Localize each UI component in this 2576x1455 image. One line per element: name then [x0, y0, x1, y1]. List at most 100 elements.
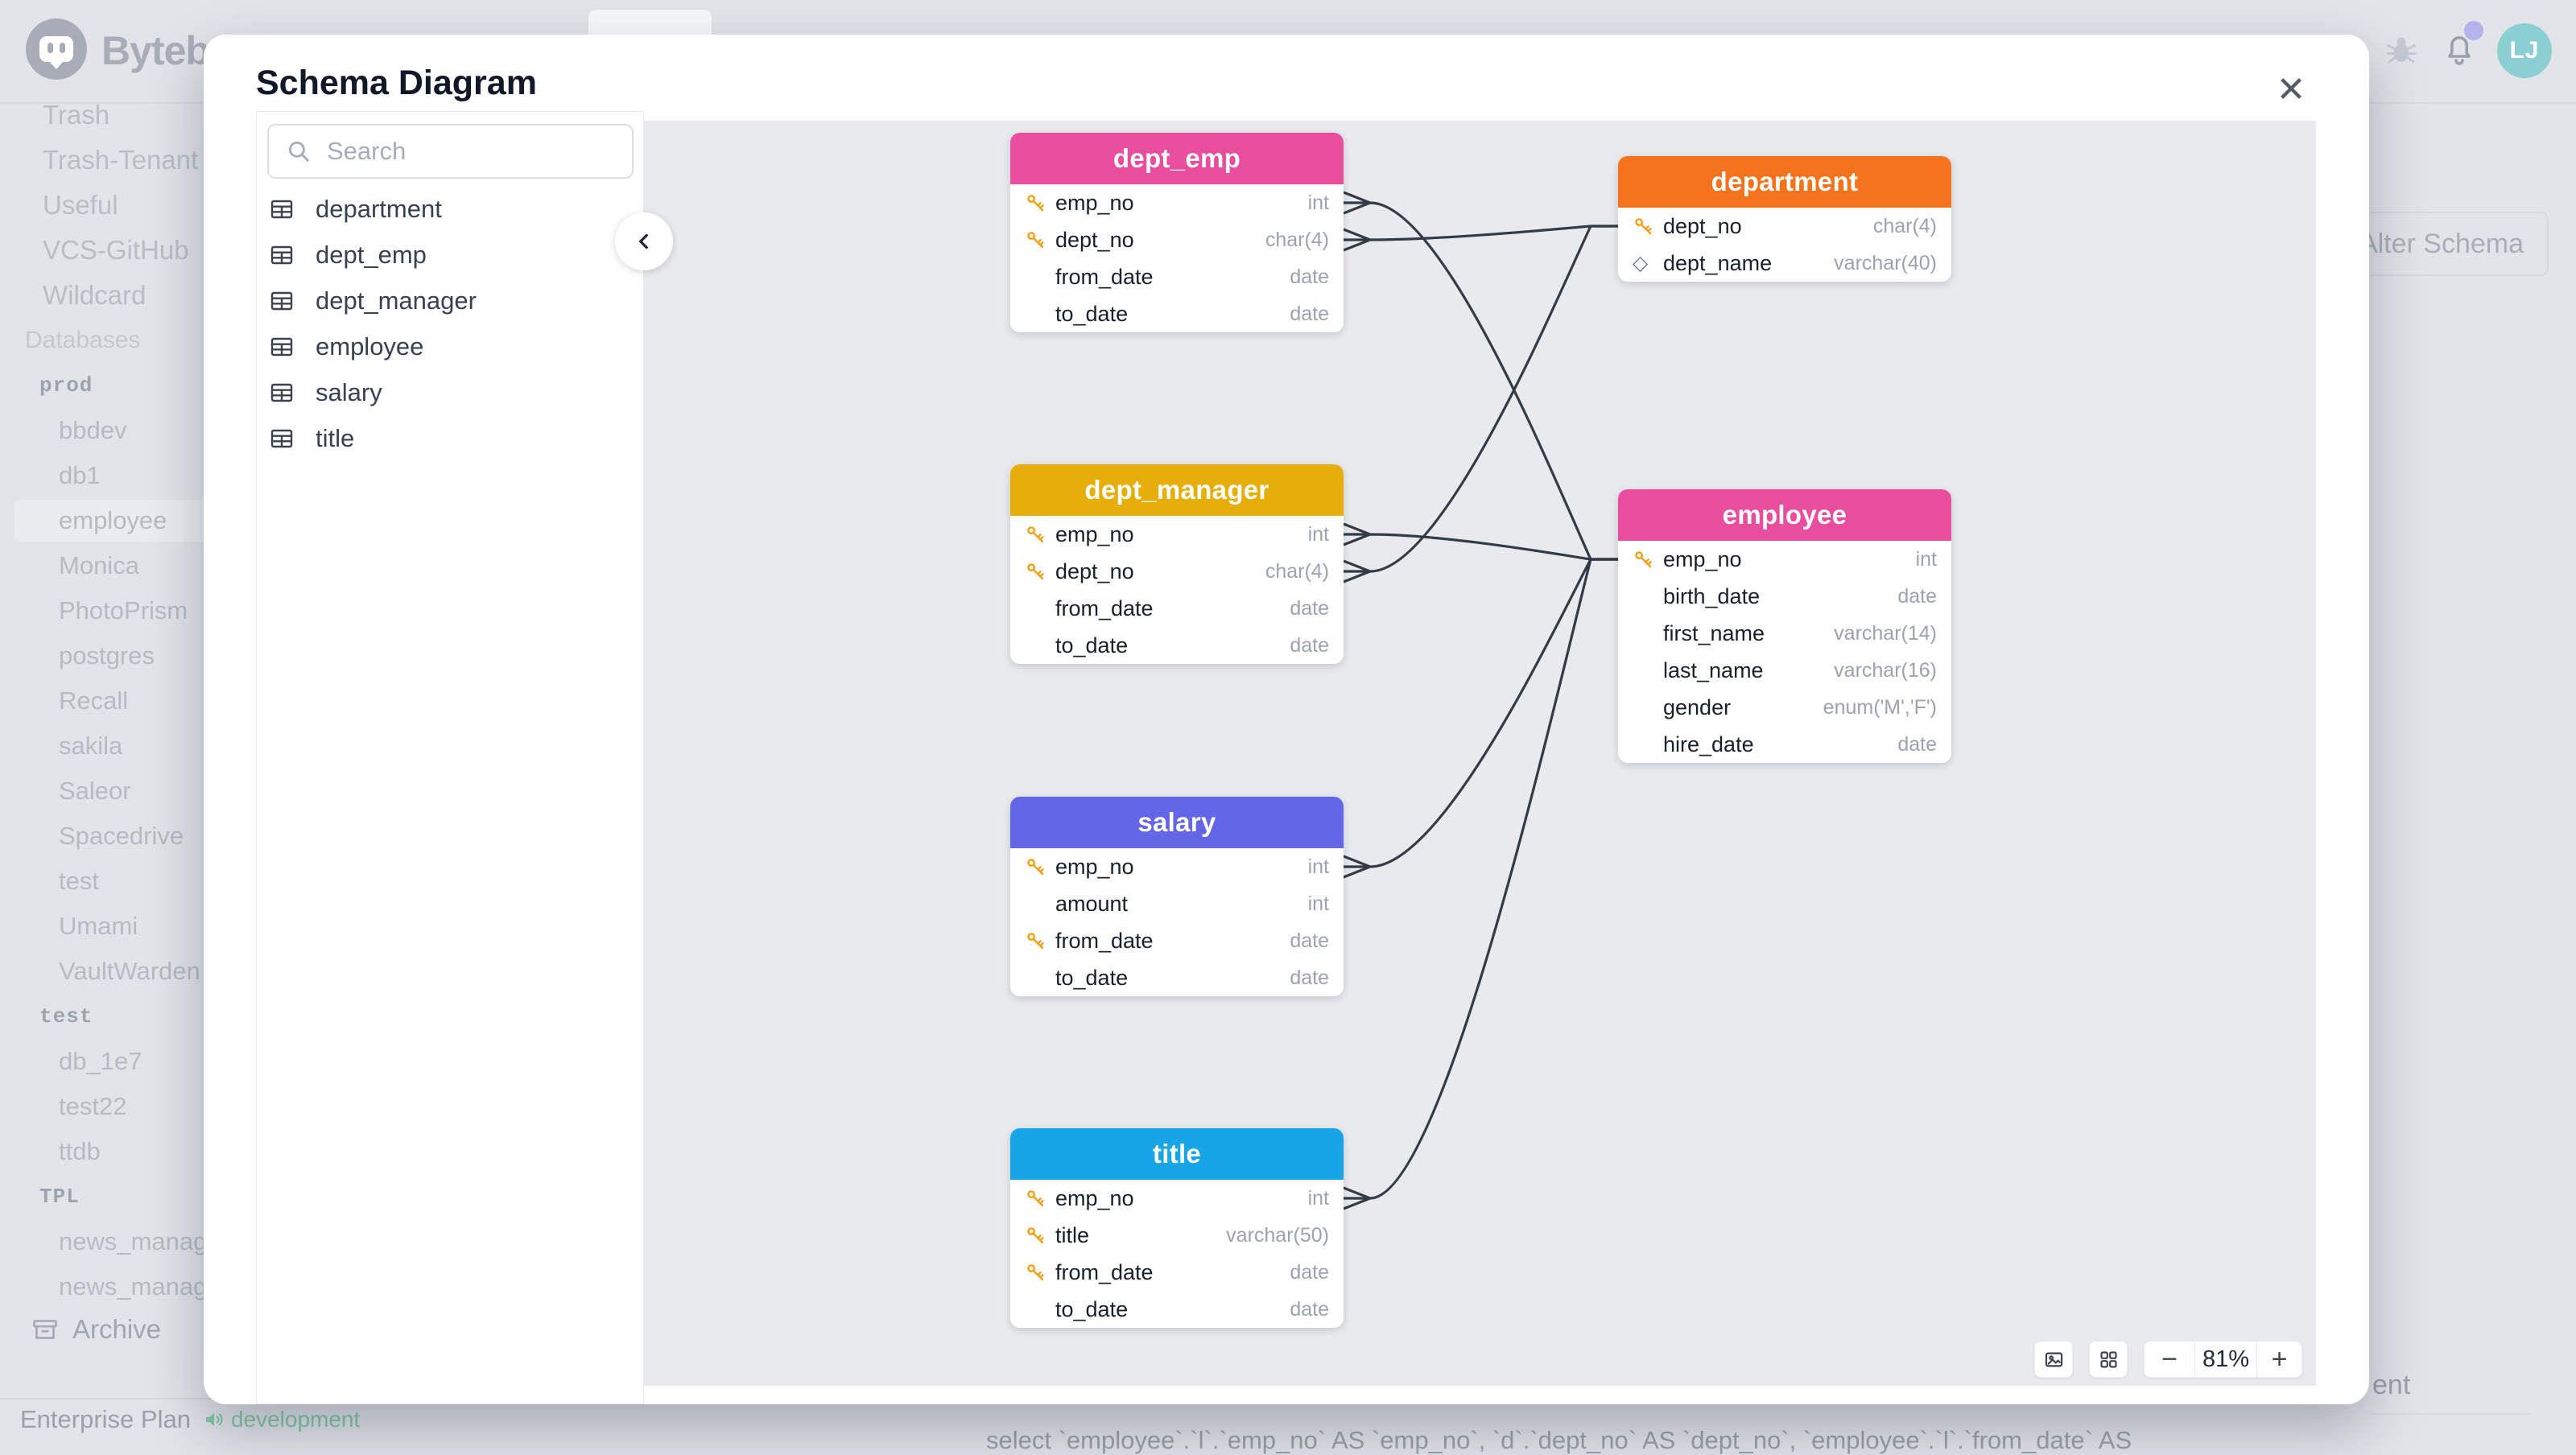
primary-key-icon: [1027, 563, 1044, 579]
sidebar-item-bbdev[interactable]: bbdev: [59, 416, 127, 444]
sidebar-item-db_1e7[interactable]: db_1e7: [59, 1047, 142, 1075]
diagram-table-header: employee: [1618, 489, 1951, 541]
sidebar-item-sakila[interactable]: sakila: [59, 732, 123, 760]
diagram-column-row[interactable]: dept_no char(4): [1618, 208, 1951, 245]
collapse-panel-button[interactable]: [615, 212, 673, 270]
sidebar-item-photoprism[interactable]: PhotoPrism: [59, 596, 188, 624]
sidebar-item-ttdb[interactable]: ttdb: [59, 1137, 101, 1165]
diagram-column-row[interactable]: emp_no int: [1010, 516, 1344, 553]
column-type: date: [1290, 633, 1329, 657]
diagram-table-department[interactable]: department dept_no char(4) ◇ dept_name v…: [1618, 156, 1951, 282]
diagram-column-row[interactable]: birth_date date: [1618, 578, 1951, 615]
sidebar-item-news_manage[interactable]: news_manage: [59, 1227, 221, 1255]
column-name: from_date: [1055, 264, 1154, 289]
table-list-item-dept_manager[interactable]: dept_manager: [257, 278, 643, 324]
column-type: date: [1290, 302, 1329, 325]
column-name: dept_no: [1663, 213, 1742, 238]
column-name: from_date: [1055, 1259, 1154, 1284]
sidebar-item-vaultwarden[interactable]: VaultWarden: [59, 957, 200, 985]
sidebar-item-db1[interactable]: db1: [59, 461, 101, 489]
diagram-column-row[interactable]: from_date date: [1010, 1254, 1344, 1291]
sidebar-item-vcs-github[interactable]: VCS-GitHub: [43, 235, 189, 265]
sidebar-item-prod[interactable]: prod: [39, 373, 93, 398]
sidebar-item-wildcard[interactable]: Wildcard: [43, 280, 147, 310]
auto-layout-button[interactable]: [2089, 1341, 2128, 1378]
column-type: int: [1915, 547, 1937, 571]
sidebar-item-postgres[interactable]: postgres: [59, 641, 155, 670]
bug-icon[interactable]: [2384, 32, 2419, 68]
sidebar-item-recall[interactable]: Recall: [59, 686, 129, 715]
zoom-out-button[interactable]: −: [2145, 1342, 2195, 1377]
table-list-item-employee[interactable]: employee: [257, 324, 643, 369]
diagram-column-row[interactable]: amount int: [1010, 885, 1344, 922]
column-type: date: [1290, 596, 1329, 620]
search-box[interactable]: [267, 124, 634, 179]
column-type: varchar(50): [1226, 1223, 1329, 1247]
notification-bell-icon[interactable]: [2440, 29, 2479, 68]
diagram-column-row[interactable]: from_date date: [1010, 922, 1344, 959]
diagram-column-row[interactable]: first_name varchar(14): [1618, 615, 1951, 652]
diagram-column-row[interactable]: emp_no int: [1010, 1180, 1344, 1217]
diagram-column-row[interactable]: to_date date: [1010, 295, 1344, 332]
user-avatar[interactable]: LJ: [2497, 23, 2552, 78]
diagram-column-row[interactable]: hire_date date: [1618, 726, 1951, 763]
diagram-column-row[interactable]: to_date date: [1010, 627, 1344, 664]
sidebar-item-trash-tenant[interactable]: Trash-Tenant: [43, 145, 199, 175]
search-input[interactable]: [325, 136, 618, 167]
diagram-column-row[interactable]: title varchar(50): [1010, 1217, 1344, 1254]
sidebar-item-trash[interactable]: Trash: [43, 100, 110, 130]
close-icon[interactable]: ✕: [2276, 69, 2306, 109]
diagram-column-row[interactable]: to_date date: [1010, 959, 1344, 996]
sidebar-item-test22[interactable]: test22: [59, 1092, 127, 1120]
diagram-table-dept_emp[interactable]: dept_emp emp_no int dept_no char(4) from…: [1010, 133, 1344, 332]
diagram-column-row[interactable]: from_date date: [1010, 258, 1344, 295]
sidebar-item-tpl[interactable]: TPL: [39, 1185, 80, 1209]
sidebar-item-news_manage[interactable]: news_manage: [59, 1272, 221, 1300]
column-name: to_date: [1055, 301, 1129, 326]
relation-dept_manager-department: [1343, 225, 1618, 583]
primary-key-icon: [1635, 217, 1652, 234]
zoom-in-button[interactable]: +: [2256, 1342, 2301, 1377]
table-list-item-department[interactable]: department: [257, 186, 643, 232]
diagram-column-row[interactable]: gender enum('M','F'): [1618, 689, 1951, 726]
sidebar-item-test[interactable]: test: [59, 867, 99, 895]
sidebar-item-monica[interactable]: Monica: [59, 551, 139, 579]
diagram-table-title[interactable]: title emp_no int title varchar(50) from_…: [1010, 1128, 1344, 1328]
column-name: to_date: [1055, 965, 1129, 990]
diagram-canvas[interactable]: dept_emp emp_no int dept_no char(4) from…: [644, 121, 2316, 1386]
column-type: date: [1897, 732, 1937, 756]
diagram-column-row[interactable]: emp_no int: [1618, 541, 1951, 578]
sidebar-item-archive[interactable]: Archive: [0, 1308, 161, 1351]
table-list-item-dept_emp[interactable]: dept_emp: [257, 232, 643, 278]
column-type: char(4): [1265, 228, 1329, 251]
diagram-column-row[interactable]: to_date date: [1010, 1291, 1344, 1328]
diagram-column-row[interactable]: dept_no char(4): [1010, 221, 1344, 258]
column-type: date: [1290, 966, 1329, 989]
diagram-table-employee[interactable]: employee emp_no int birth_date date firs…: [1618, 489, 1951, 763]
environment-badge: development: [230, 1407, 361, 1432]
diagram-column-row[interactable]: emp_no int: [1010, 848, 1344, 885]
diagram-table-header: salary: [1010, 797, 1344, 848]
diagram-table-salary[interactable]: salary emp_no int amount int from_date d…: [1010, 797, 1344, 996]
diagram-table-dept_manager[interactable]: dept_manager emp_no int dept_no char(4) …: [1010, 464, 1344, 664]
zoom-control: − 81% +: [2144, 1341, 2302, 1378]
diagram-column-row[interactable]: last_name varchar(16): [1618, 652, 1951, 689]
column-type: char(4): [1872, 214, 1937, 237]
diagram-column-row[interactable]: dept_no char(4): [1010, 553, 1344, 590]
diagram-column-row[interactable]: from_date date: [1010, 590, 1344, 627]
diagram-column-row[interactable]: ◇ dept_name varchar(40): [1618, 245, 1951, 282]
column-name: emp_no: [1663, 546, 1742, 571]
sidebar-item-test[interactable]: test: [39, 1004, 93, 1028]
export-image-button[interactable]: [2034, 1341, 2073, 1378]
alter-schema-button[interactable]: Alter Schema: [2334, 212, 2549, 276]
sidebar-item-saleor[interactable]: Saleor: [59, 777, 131, 805]
sidebar-item-useful[interactable]: Useful: [43, 190, 118, 220]
diagram-column-row[interactable]: emp_no int: [1010, 184, 1344, 221]
table-list-item-salary[interactable]: salary: [257, 369, 643, 415]
column-name: from_date: [1055, 596, 1154, 620]
sidebar-item-spacedrive[interactable]: Spacedrive: [59, 822, 184, 850]
table-list-item-title[interactable]: title: [257, 415, 643, 461]
sidebar-item-umami[interactable]: Umami: [59, 912, 138, 940]
relation-dept_emp-employee: [1343, 191, 1618, 561]
